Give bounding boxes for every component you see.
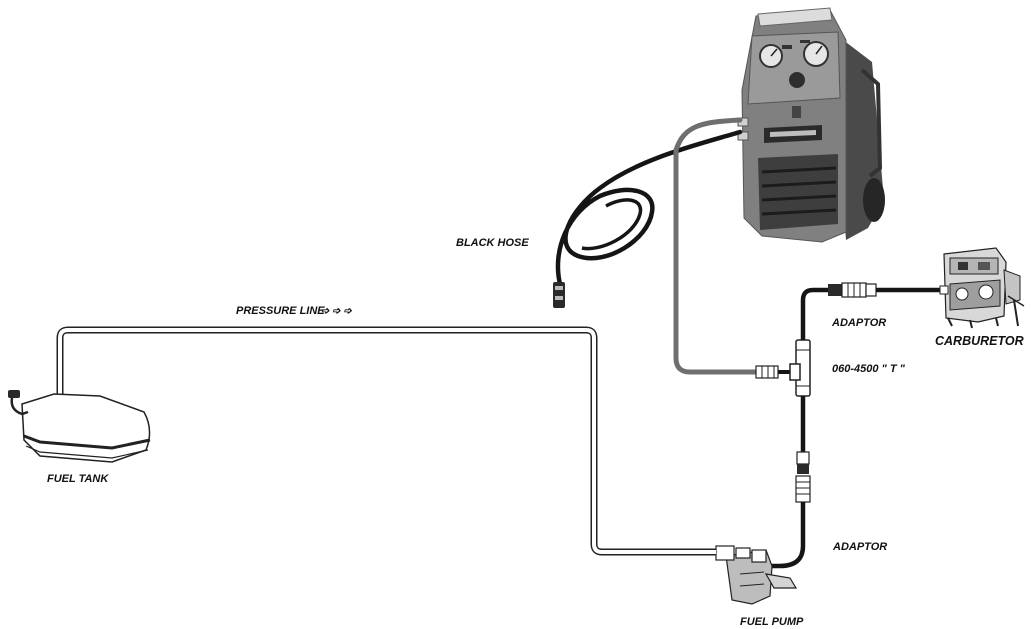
t-fitting	[789, 339, 811, 397]
fuel-pump	[715, 545, 798, 605]
label-t-fitting: 060-4500 " T "	[832, 363, 906, 375]
fuel-tank	[8, 390, 151, 463]
gray-hose-fitting	[755, 365, 779, 379]
pressure-line	[56, 326, 716, 556]
tank-filler-neck	[10, 397, 29, 416]
control-knob	[789, 72, 805, 88]
carb-adaptor-fitting	[828, 282, 877, 298]
label-adaptor-top: ADAPTOR	[831, 317, 886, 329]
label-black-hose: BLACK HOSE	[456, 237, 529, 249]
cart-wheel	[863, 178, 885, 222]
label-fuel-tank: FUEL TANK	[47, 473, 109, 485]
carb-supply-line	[800, 287, 830, 340]
label-adaptor-bottom: ADAPTOR	[832, 541, 887, 553]
carburetor	[939, 247, 1025, 329]
fuel-service-machine	[737, 7, 885, 243]
label-pressure-arrows: ➩ ➩ ➩	[321, 306, 352, 317]
label-carburetor: CARBURETOR	[935, 334, 1024, 348]
label-pressure-line: PRESSURE LINE	[236, 305, 325, 317]
gray-hose	[673, 117, 761, 375]
black-hose-coupler	[553, 282, 565, 308]
label-fuel-pump: FUEL PUMP	[740, 616, 804, 628]
black-hose	[555, 129, 743, 287]
pump-adaptor-fitting	[795, 451, 811, 503]
